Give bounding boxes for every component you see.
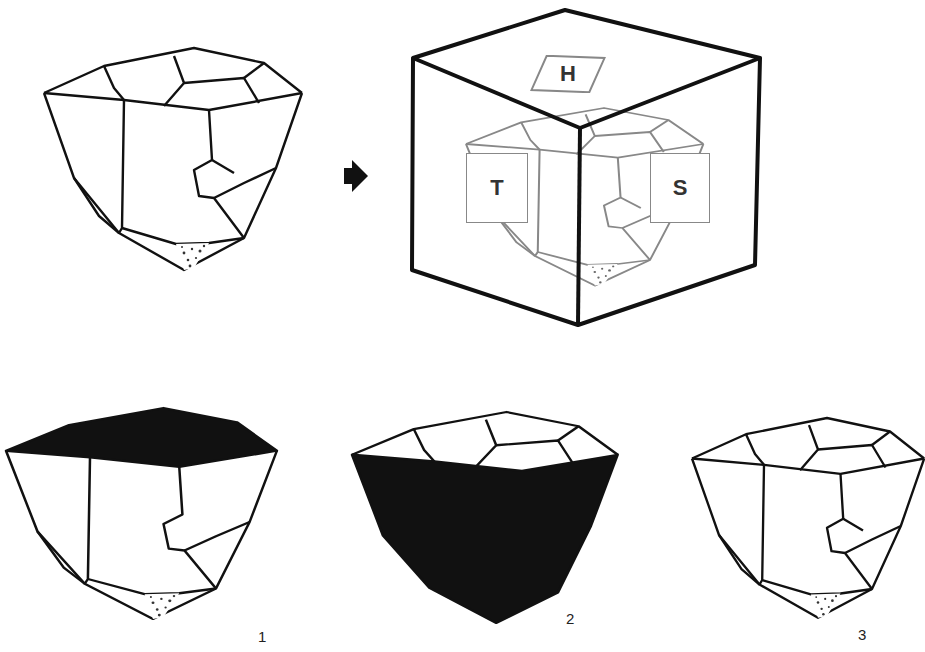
plane-letter: T [490,175,503,201]
plane-box: S [650,153,710,223]
plane-box: T [466,153,528,223]
callout-number: 3 [858,626,866,643]
plane-label: H [530,55,606,93]
callout-number: 2 [566,610,574,627]
plane-letter: S [673,175,688,201]
plane-letter: H [560,61,576,87]
callout-number: 1 [258,628,266,645]
